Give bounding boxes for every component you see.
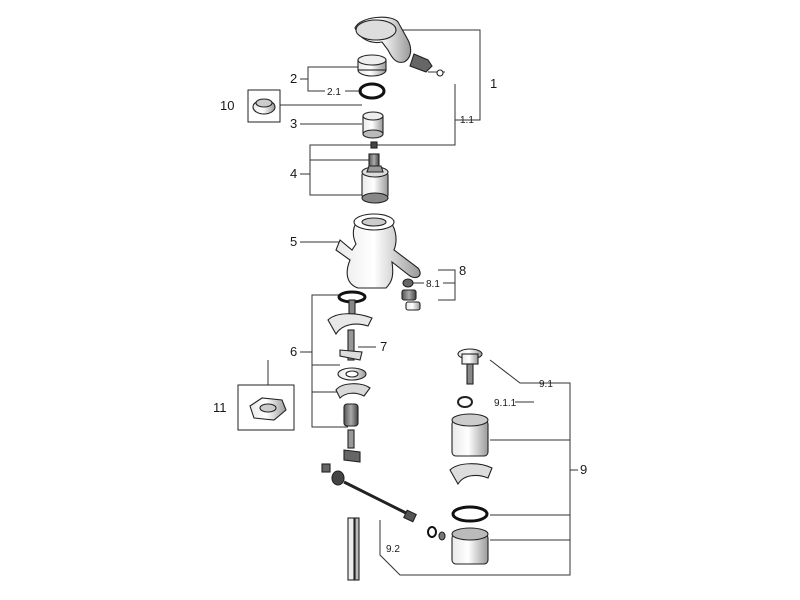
part-6-mounting-set — [327, 290, 373, 463]
part-2-1-o-ring — [358, 82, 386, 100]
label-2: 2 — [290, 71, 297, 86]
label-8-1: 8.1 — [426, 279, 440, 290]
part-2-cap — [357, 54, 387, 77]
label-1: 1 — [490, 76, 497, 91]
label-3: 3 — [290, 116, 297, 131]
part-10-tool-inset — [247, 89, 281, 123]
part-9-2-pop-up-rod — [321, 463, 446, 581]
part-1-lever-handle — [354, 16, 412, 63]
label-9-2: 9.2 — [386, 544, 400, 555]
label-4: 4 — [290, 166, 297, 181]
part-8-aerator — [401, 278, 421, 311]
part-11-nut-inset — [237, 384, 295, 431]
label-9: 9 — [580, 462, 587, 477]
part-9-waste-set — [449, 348, 493, 565]
label-6: 6 — [290, 344, 297, 359]
label-7: 7 — [380, 339, 387, 354]
label-8: 8 — [459, 263, 466, 278]
part-5-faucet-body — [335, 213, 421, 289]
label-9-1: 9.1 — [539, 379, 553, 390]
part-1-1-set-screw-and-key — [409, 53, 444, 77]
part-3-bushing — [362, 111, 384, 139]
label-2-1: 2.1 — [327, 87, 341, 98]
label-1-1: 1.1 — [460, 115, 474, 126]
leader-lines — [267, 29, 578, 576]
label-11: 11 — [213, 400, 227, 415]
label-9-1-1: 9.1.1 — [494, 398, 517, 409]
label-5: 5 — [290, 234, 297, 249]
part-labels: 1 1.1 2 2.1 10 3 4 5 8 8.1 6 7 9.1 9.1.1… — [213, 71, 587, 555]
label-10: 10 — [220, 98, 234, 113]
part-4-cartridge — [361, 141, 389, 204]
